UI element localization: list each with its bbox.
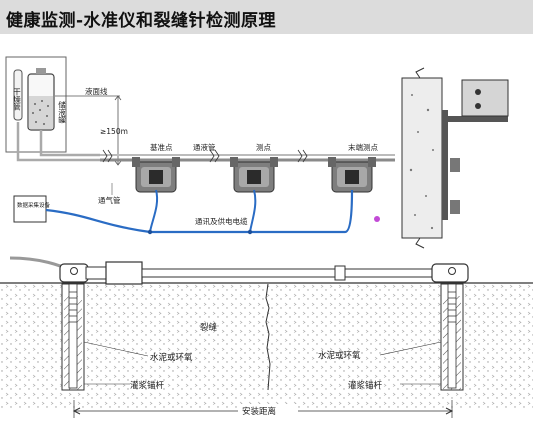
liquid-level-line-label: 液面线: [85, 86, 108, 96]
vent-pipe-label: 通气管: [98, 195, 121, 205]
left-resin-label: 水泥或环氧: [150, 352, 193, 363]
cable-label: 通讯及供电电缆: [195, 216, 248, 226]
dryer-tube-label: 干燥管: [12, 88, 21, 112]
marker-dot: [374, 216, 380, 222]
crack-meter-diagram: 裂缝 水泥或环氧 灌浆锚杆 水泥或环氧 灌浆锚杆 安装距离: [0, 256, 533, 418]
end-point-sensor: [328, 157, 376, 193]
install-distance-label: 安装距离: [242, 406, 276, 417]
measuring-point-label: 测点: [256, 143, 271, 152]
reference-point-label: 基准点: [150, 142, 173, 152]
right-anchor-label: 灌浆锚杆: [348, 380, 383, 391]
height-note-label: ≥150m: [100, 127, 128, 136]
connecting-pipe-label: 通液管: [193, 142, 216, 152]
reservoir-frame: [5, 56, 67, 153]
reservoir-label: 储液罐: [57, 100, 66, 125]
dryer-tube-shape: [13, 69, 23, 121]
title-bar: 健康监测-水准仪和裂缝针检测原理: [0, 0, 533, 34]
level-system-diagram: 干燥管 储液罐 液面线 ≥150m: [5, 56, 395, 235]
data-box-label: 数据采集设备: [17, 201, 51, 209]
crack-line: [265, 283, 271, 391]
left-anchor-label: 灌浆锚杆: [130, 380, 165, 391]
reference-point-sensor: [132, 157, 180, 193]
reservoir-cap: [36, 68, 46, 74]
crack-label: 裂缝: [200, 322, 218, 333]
data-acquisition-box: [13, 195, 47, 223]
wall-mount-detail: [401, 67, 509, 249]
measuring-point-sensor: [230, 157, 278, 193]
crack-meter-rod: [141, 268, 433, 278]
right-resin-label: 水泥或环氧: [318, 350, 361, 361]
end-point-label: 末端测点: [348, 142, 378, 152]
page-title: 健康监测-水准仪和裂缝针检测原理: [6, 11, 277, 31]
crack-meter-body: [105, 261, 143, 285]
